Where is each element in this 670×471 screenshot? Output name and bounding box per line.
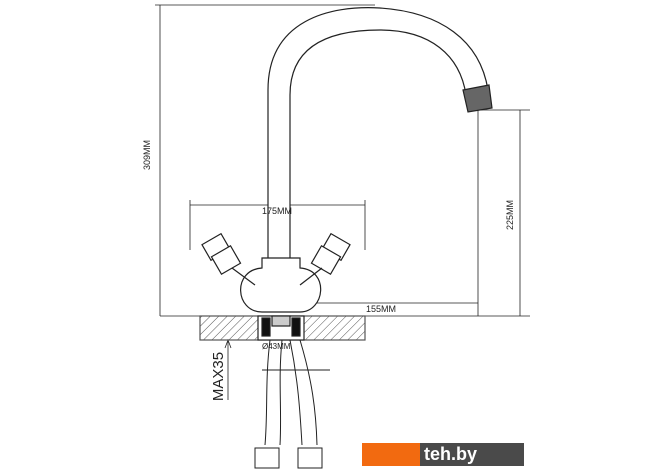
spout-height-label: 225MM <box>505 199 516 231</box>
total-height-label: 309MM <box>142 139 153 171</box>
left-handle <box>201 232 256 286</box>
hoses <box>254 339 330 469</box>
watermark-logo: teh.by <box>362 443 524 466</box>
logo-accent <box>362 443 420 466</box>
max-countertop-label: MAX35 <box>210 351 228 402</box>
hole-diameter-label: Ø43MM <box>262 342 291 351</box>
spout-reach-label: 155MM <box>366 304 397 314</box>
spout <box>267 7 489 258</box>
right-handle <box>299 232 351 286</box>
logo-text: teh.by <box>420 443 524 466</box>
faucet-body <box>240 257 322 313</box>
handle-span-label: 175MM <box>262 206 293 216</box>
